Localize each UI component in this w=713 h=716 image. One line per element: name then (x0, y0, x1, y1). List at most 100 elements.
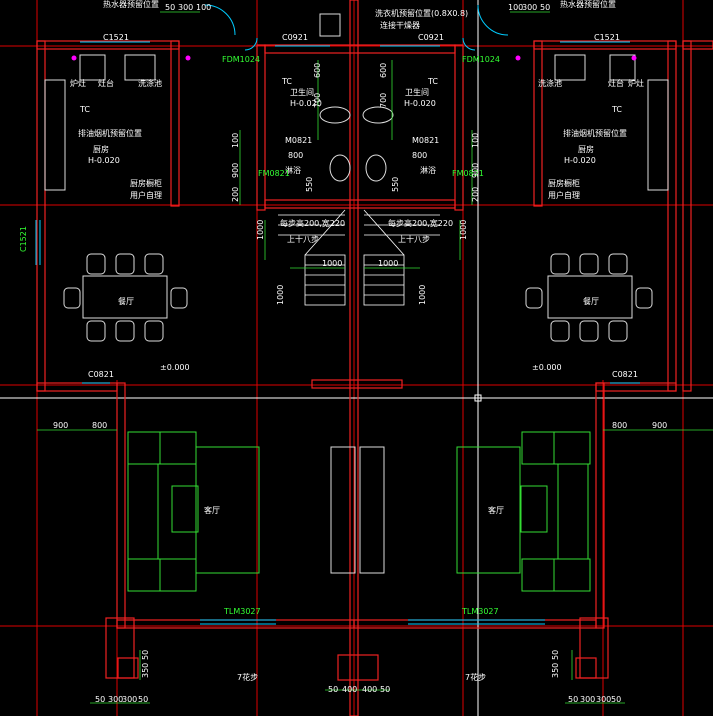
dim-800-right: 800 (412, 151, 427, 160)
dim-bottom-400-b: 400 (362, 685, 377, 694)
tc-kitchen-label-left: TC (79, 105, 90, 114)
dim-bottom-400-a: 400 (342, 685, 357, 694)
hood-label-left: 排油烟机预留位置 (78, 128, 142, 138)
dim-1000-c: 1000 (322, 259, 342, 268)
side-door-label-left: FM0821 (258, 169, 290, 178)
window-label-top-right: C1521 (594, 33, 620, 42)
gas-label-left: 灶台 (98, 78, 114, 88)
window-c0821-left: C0821 (88, 370, 114, 379)
furniture (35, 41, 640, 625)
living-label-right: 客厅 (488, 505, 504, 515)
dim-350-left: 350 (141, 663, 150, 678)
dim-50-left: 50 (141, 650, 150, 660)
cabinet-note-right: 用户自理 (548, 190, 580, 200)
kitchen-elevation-right: H-0.020 (564, 156, 596, 165)
dim-1000-b: 1000 (459, 220, 468, 240)
sliding-door-label-right: TLM3027 (461, 607, 499, 616)
sliding-door-label-left: TLM3027 (223, 607, 261, 616)
door-label-left: FDM1024 (222, 55, 260, 64)
shower-label-right: 淋浴 (420, 165, 436, 175)
cabinet-label-left: 厨房橱柜 (130, 178, 162, 188)
bath-label-left: 卫生间 (290, 87, 314, 97)
dining-label-right: 餐厅 (583, 297, 599, 306)
dim-top-left-100: 100 (196, 3, 211, 12)
dim-bottom-300-c: 300 (580, 695, 595, 704)
bath-elevation-right: H-0.020 (404, 99, 436, 108)
dim-bottom-300-a: 300 (108, 695, 123, 704)
dim-top-right-50: 50 (540, 3, 550, 12)
utility-markers (71, 55, 637, 61)
stove-label-left: 炉灶 (70, 78, 86, 88)
kitchen-label-right: 厨房 (578, 144, 594, 154)
door-label-right: FDM1024 (462, 55, 500, 64)
washer-note: 洗衣机预留位置(0.8X0.8) (375, 8, 468, 18)
heater-label-left: 热水器预留位置 (103, 0, 159, 9)
step-note-right: 每步高200,宽220 (388, 218, 453, 228)
dim-bottom-50-e: 50 (568, 695, 578, 704)
dining-sets (44, 13, 669, 574)
dim-100-left: 100 (231, 133, 240, 148)
dim-350-right: 350 (551, 663, 560, 678)
door-swings (204, 4, 509, 51)
tc-label-right: TC (427, 77, 438, 86)
stairs-note-left: 上十八步 (287, 234, 319, 244)
dim-700-left: 700 (313, 93, 322, 108)
dim-top-left-50: 50 (165, 3, 175, 12)
dim-1000-d: 1000 (378, 259, 398, 268)
stove-label-right: 炉灶 (628, 78, 644, 88)
heater-label-right: 热水器预留位置 (560, 0, 616, 9)
dim-800-c: 800 (92, 421, 107, 430)
shower-label-left: 淋浴 (285, 165, 301, 175)
window-label-mid-right: C0921 (418, 33, 444, 42)
dim-bottom-300-d: 300 (596, 695, 611, 704)
porch-label-left: 7花步 (237, 672, 258, 682)
window-c0821-right: C0821 (612, 370, 638, 379)
side-window-label-left: C1521 (19, 226, 28, 252)
dim-900-left: 900 (231, 163, 240, 178)
dim-bottom-50-b: 50 (138, 695, 148, 704)
stairs-note-right: 上十八步 (398, 234, 430, 244)
sink-label-left: 洗涤池 (138, 78, 162, 88)
cabinet-note-left: 用户自理 (130, 190, 162, 200)
step-note-left: 每步高200,宽220 (280, 218, 345, 228)
dim-bottom-50-c: 50 (328, 685, 338, 694)
dim-1000-f: 1000 (418, 285, 427, 305)
dim-550-left: 550 (305, 177, 314, 192)
plan-labels: C1521 C1521 C0921 C0921 FDM1024 FDM1024 … (19, 0, 644, 682)
stairs (278, 209, 440, 306)
dim-bottom-50-a: 50 (95, 695, 105, 704)
dim-50-right: 50 (551, 650, 560, 660)
dim-bottom-50-d: 50 (380, 685, 390, 694)
dim-bottom-300-b: 300 (122, 695, 137, 704)
dim-bottom-50-f: 50 (611, 695, 621, 704)
tc-label-left: TC (281, 77, 292, 86)
dim-600-right: 600 (379, 63, 388, 78)
sink-label-right: 洗涤池 (538, 78, 562, 88)
dryer-note: 连接干燥器 (380, 20, 420, 30)
dim-1000-a: 1000 (256, 220, 265, 240)
dim-top-right-100: 100 (508, 3, 523, 12)
kitchen-label-left: 厨房 (93, 144, 109, 154)
bath-door-label-left: M0821 (285, 136, 312, 145)
bath-elevation-left: H-0.020 (290, 99, 322, 108)
dim-900-c: 900 (53, 421, 68, 430)
dimension-lines (37, 11, 713, 704)
dim-100-right: 100 (471, 133, 480, 148)
dim-600-left: 600 (313, 63, 322, 78)
hood-label-right: 排油烟机预留位置 (563, 128, 627, 138)
dim-550-right: 550 (391, 177, 400, 192)
dim-700-right: 700 (379, 93, 388, 108)
elevation-zero-left: ±0.000 (160, 363, 190, 372)
dim-800-left: 800 (288, 151, 303, 160)
bath-label-right: 卫生间 (405, 87, 429, 97)
dining-label-left: 餐厅 (118, 297, 134, 306)
dimension-texts: 50 300 100 100 300 50 600 700 600 700 80… (53, 3, 667, 704)
tc-kitchen-label-right: TC (611, 105, 622, 114)
side-door-label-right: FM0821 (452, 169, 484, 178)
elevation-zero-right: ±0.000 (532, 363, 562, 372)
dim-top-right-300: 300 (522, 3, 537, 12)
dim-900-d: 900 (652, 421, 667, 430)
